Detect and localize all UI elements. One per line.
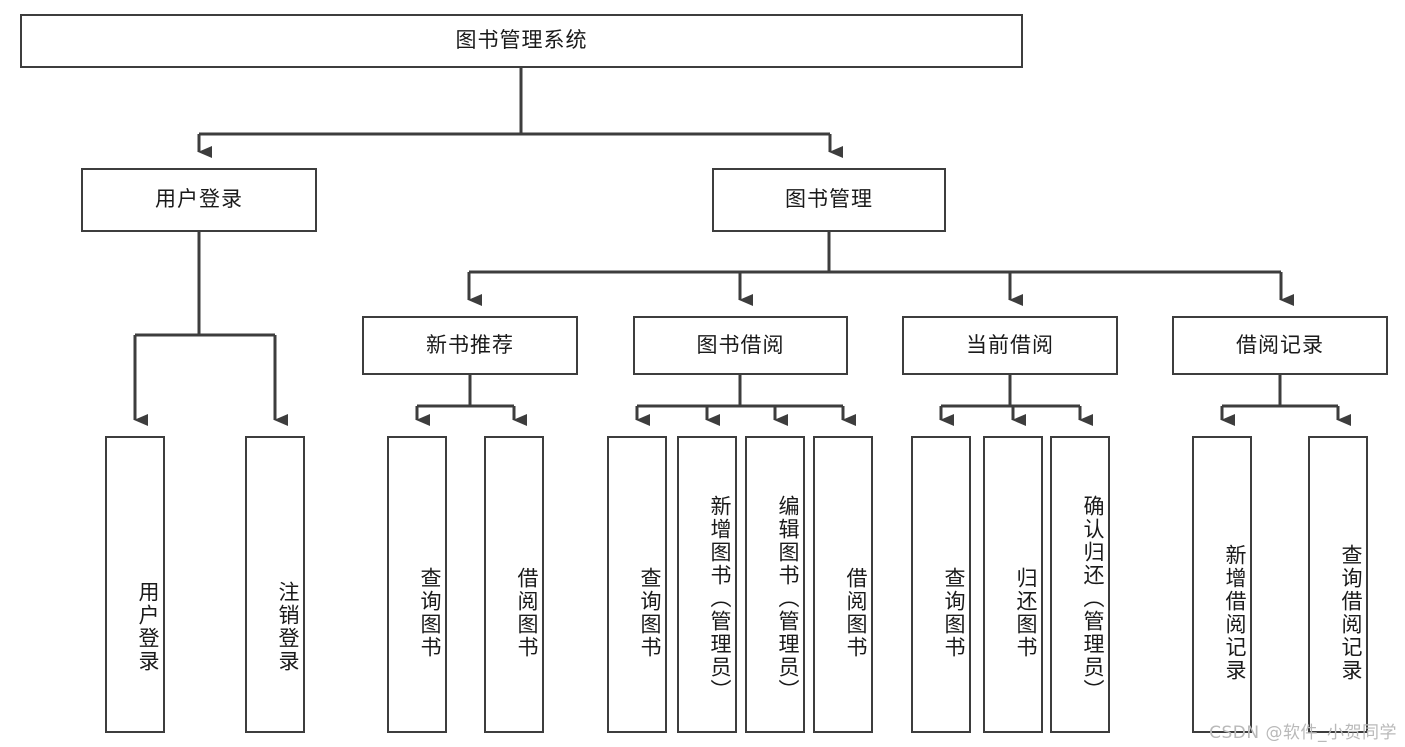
node-leaf-query-book-borrow[interactable]: 查询图书 [607, 436, 667, 733]
node-leaf-user-login[interactable]: 用户登录 [105, 436, 165, 733]
node-leaf-query-borrow-record[interactable]: 查询借阅记录 [1308, 436, 1368, 733]
node-leaf-user-logout[interactable]: 注销登录 [245, 436, 305, 733]
node-book-borrow[interactable]: 图书借阅 [633, 316, 848, 375]
node-leaf-query-book-recommend[interactable]: 查询图书 [387, 436, 447, 733]
node-leaf-edit-book-admin[interactable]: 编辑图书（管理员） [745, 436, 805, 733]
node-leaf-query-book-current[interactable]: 查询图书 [911, 436, 971, 733]
node-book-manage[interactable]: 图书管理 [712, 168, 946, 232]
node-root[interactable]: 图书管理系统 [20, 14, 1023, 68]
node-borrow-record[interactable]: 借阅记录 [1172, 316, 1388, 375]
node-user-login[interactable]: 用户登录 [81, 168, 317, 232]
csdn-watermark: CSDN @软件_小贺同学 [1209, 723, 1397, 743]
node-current-borrow[interactable]: 当前借阅 [902, 316, 1118, 375]
node-leaf-confirm-return-admin[interactable]: 确认归还（管理员） [1050, 436, 1110, 733]
node-leaf-add-borrow-record[interactable]: 新增借阅记录 [1192, 436, 1252, 733]
node-leaf-borrow-book-recommend[interactable]: 借阅图书 [484, 436, 544, 733]
node-leaf-borrow-book[interactable]: 借阅图书 [813, 436, 873, 733]
node-leaf-add-book-admin[interactable]: 新增图书（管理员） [677, 436, 737, 733]
node-leaf-return-book[interactable]: 归还图书 [983, 436, 1043, 733]
node-new-book-recommend[interactable]: 新书推荐 [362, 316, 578, 375]
